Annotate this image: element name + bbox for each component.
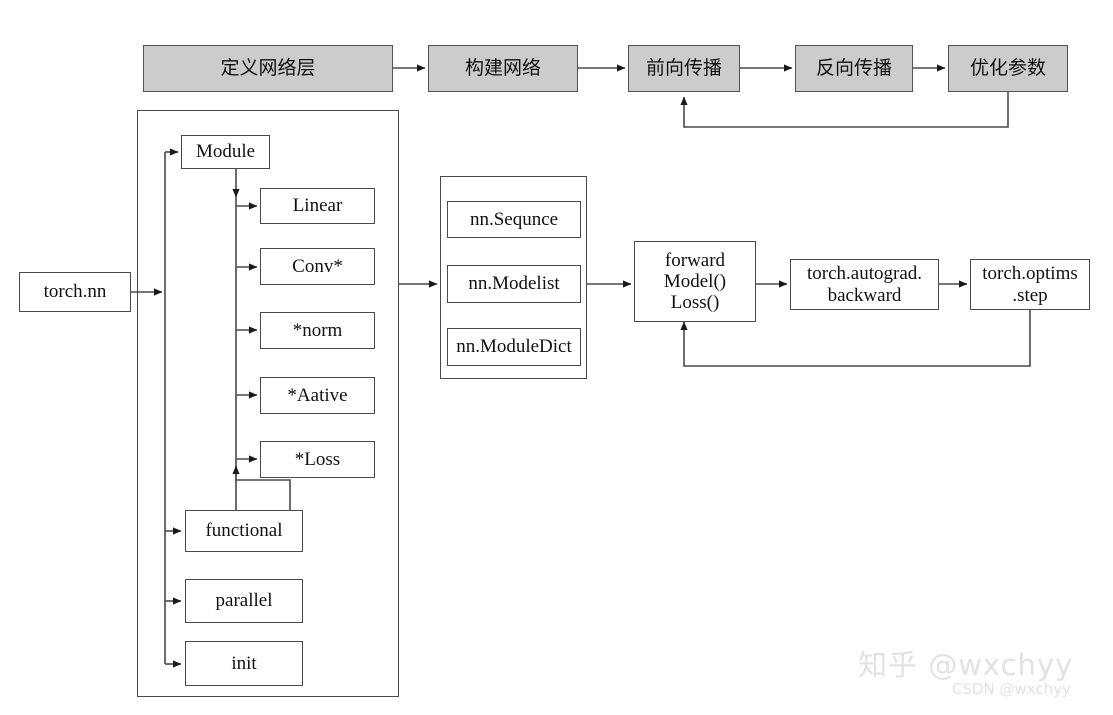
node-torch-optims-step[interactable]: torch.optims .step [970, 259, 1090, 310]
pipeline-step-forward-prop[interactable]: 前向传播 [628, 45, 740, 92]
arrow-functional-to-loss [232, 465, 291, 510]
node-functional[interactable]: functional [185, 510, 303, 552]
node-forward-model-loss[interactable]: forward Model() Loss() [634, 241, 756, 322]
node-torch-nn[interactable]: torch.nn [19, 272, 131, 312]
pipeline-step-backward-prop[interactable]: 反向传播 [795, 45, 913, 92]
optims-line-1: torch.optims [982, 263, 1078, 285]
node-conv[interactable]: Conv* [260, 248, 375, 285]
autograd-line-1: torch.autograd. [806, 263, 922, 285]
node-init[interactable]: init [185, 641, 303, 686]
node-aative[interactable]: *Aative [260, 377, 375, 414]
forward-line-1: forward [664, 249, 726, 271]
node-norm[interactable]: *norm [260, 312, 375, 349]
node-linear[interactable]: Linear [260, 188, 375, 224]
arrow-pipeline-feedback [680, 92, 1009, 128]
optims-line-2: .step [1012, 284, 1048, 306]
pipeline-step-define-layer[interactable]: 定义网络层 [143, 45, 393, 92]
watermark-csdn: CSDN @wxchyy [952, 680, 1071, 698]
forward-line-3: Loss() [670, 292, 720, 314]
forward-line-2: Model() [663, 270, 727, 292]
pipeline-step-build-network[interactable]: 构建网络 [428, 45, 578, 92]
node-loss[interactable]: *Loss [260, 441, 375, 478]
autograd-line-2: backward [827, 284, 902, 306]
node-module[interactable]: Module [181, 135, 270, 169]
pipeline-step-optimize-params[interactable]: 优化参数 [948, 45, 1068, 92]
node-parallel[interactable]: parallel [185, 579, 303, 623]
node-nn-sequnce[interactable]: nn.Sequnce [447, 201, 581, 238]
node-torch-autograd-backward[interactable]: torch.autograd. backward [790, 259, 939, 310]
model-container-box [440, 176, 587, 379]
arrow-runtime-feedback [680, 310, 1031, 367]
node-nn-modelist[interactable]: nn.Modelist [447, 265, 581, 303]
nn-container-box [137, 110, 399, 697]
node-nn-moduledict[interactable]: nn.ModuleDict [447, 328, 581, 366]
watermark-zhihu: 知乎 @wxchyy [858, 648, 1074, 682]
